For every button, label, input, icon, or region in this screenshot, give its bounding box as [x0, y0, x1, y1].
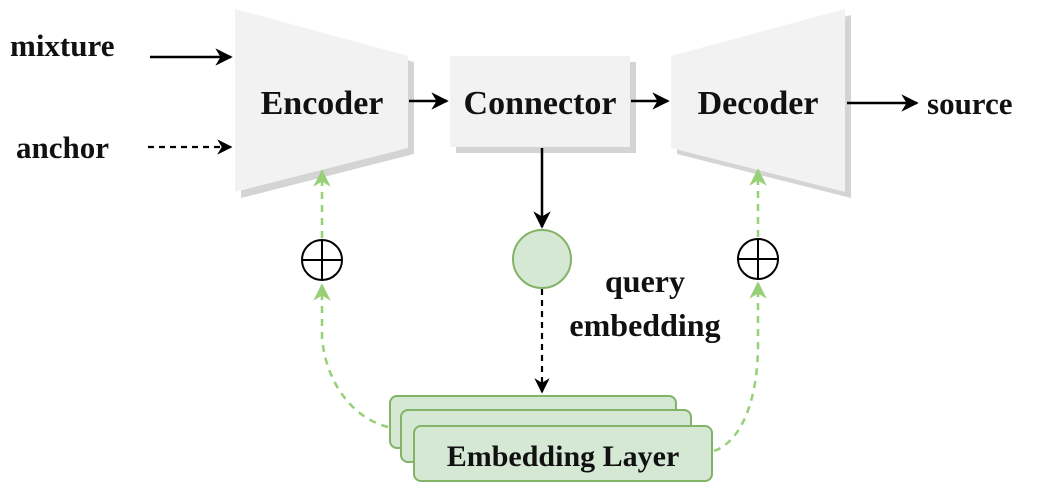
anchor-label: anchor — [16, 130, 109, 165]
decoder-add-icon — [737, 238, 779, 280]
mixture-label: mixture — [10, 28, 114, 63]
encoder-block: Encoder — [235, 9, 414, 198]
encoder-add-icon — [301, 239, 343, 281]
embedding-layer-stack: Embedding Layer — [389, 395, 713, 482]
source-label: source — [927, 86, 1013, 121]
query-embedding-node — [512, 229, 572, 289]
embedding-layer-label: Embedding Layer — [447, 440, 680, 473]
connector-label: Connector — [464, 85, 617, 122]
embedding-label: embedding — [569, 307, 720, 343]
query-label: query — [605, 263, 685, 299]
embedding-to-encoder-path — [313, 283, 389, 429]
decoder-label: Decoder — [698, 85, 819, 122]
encoder-label: Encoder — [261, 85, 384, 122]
decoder-block: Decoder — [671, 9, 851, 198]
connector-block: Connector — [450, 56, 636, 153]
embedding-to-decoder-path — [713, 281, 767, 453]
